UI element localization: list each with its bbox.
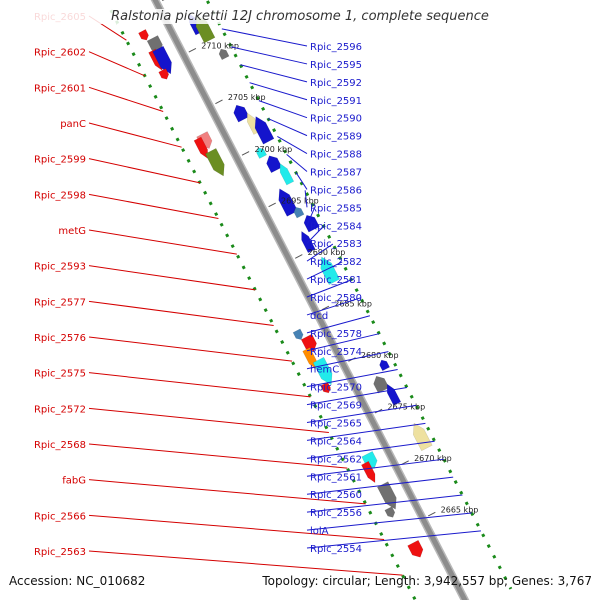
kbp-tick-label: 2695 kbp xyxy=(281,196,319,205)
backbone-line xyxy=(152,0,468,600)
gene-label: dcd xyxy=(310,311,328,322)
gene-label: Rpic_2582 xyxy=(310,257,362,268)
gene-arrow-35 xyxy=(386,383,402,406)
gene-label: Rpic_2566 xyxy=(34,511,86,522)
gene-label: Rpic_2574 xyxy=(310,347,362,358)
gene-arrow-12 xyxy=(312,356,333,386)
gene-label: lolA xyxy=(310,526,329,537)
gene-label: Rpic_2562 xyxy=(310,454,362,465)
gene-label: panC xyxy=(60,119,86,130)
gene-arrow-27 xyxy=(279,163,295,186)
gene-arrow-28 xyxy=(278,188,299,217)
gene-arrow-9 xyxy=(292,328,304,340)
gene-label: Rpic_2588 xyxy=(310,150,362,161)
gene-label: Rpic_2572 xyxy=(34,404,86,415)
gene-label: Rpic_2568 xyxy=(34,440,86,451)
gene-label: Rpic_2602 xyxy=(34,48,86,59)
gene-arrow-8 xyxy=(204,148,225,177)
kbp-tick-label: 2690 kbp xyxy=(308,248,346,257)
gene-label: Rpic_2561 xyxy=(310,472,362,483)
gene-label: Rpic_2563 xyxy=(34,547,86,558)
left-strand-guide xyxy=(109,9,418,600)
gene-label: Rpic_2580 xyxy=(310,293,362,304)
gene-arrow-30 xyxy=(303,214,320,233)
kbp-tick-label: 2670 kbp xyxy=(414,454,452,463)
gene-arrow-1 xyxy=(138,29,149,41)
gene-label: Rpic_2587 xyxy=(310,168,362,179)
gene-label: Rpic_2596 xyxy=(310,42,362,53)
kbp-tick-label: 2665 kbp xyxy=(441,506,479,515)
gene-label: Rpic_2595 xyxy=(310,60,362,71)
gene-label: metG xyxy=(58,226,86,237)
gene-arrow-17 xyxy=(384,506,396,518)
gene-label: Rpic_2578 xyxy=(310,329,362,340)
kbp-tick-label: 2680 kbp xyxy=(361,351,399,360)
gene-arrow-11 xyxy=(302,347,317,370)
gene-arrow-5 xyxy=(158,68,170,80)
gene-label: Rpic_2591 xyxy=(310,96,362,107)
kbp-tick-label: 2710 kbp xyxy=(201,42,239,51)
accession-text: Accession: NC_010682 xyxy=(9,574,146,588)
gene-label: Rpic_2590 xyxy=(310,114,362,125)
map-title: Ralstonia pickettii 12J chromosome 1, co… xyxy=(0,9,600,24)
gene-label: Rpic_2560 xyxy=(310,490,362,501)
gene-label: hemC xyxy=(310,365,339,376)
gene-arrow-13 xyxy=(320,381,331,394)
gene-arrow-34 xyxy=(373,375,390,394)
gene-label: Rpic_2599 xyxy=(34,155,86,166)
gene-features xyxy=(138,13,433,558)
gene-label: Rpic_2576 xyxy=(34,333,86,344)
sequence-stats-text: Topology: circular; Length: 3,942,557 bp… xyxy=(262,574,592,588)
right-strand-guide xyxy=(205,0,513,590)
gene-arrow-32 xyxy=(320,256,341,286)
gene-arrow-33 xyxy=(379,359,390,372)
gene-label: Rpic_2584 xyxy=(310,221,362,232)
gene-label: Rpic_2554 xyxy=(310,544,362,555)
gene-arrow-26 xyxy=(266,155,283,174)
gene-label: Rpic_2570 xyxy=(310,383,362,394)
right-gene-labels: Rpic_2596Rpic_2595Rpic_2592Rpic_2591Rpic… xyxy=(221,28,481,555)
gene-label: Rpic_2565 xyxy=(310,419,362,430)
gene-label: Rpic_2577 xyxy=(34,297,86,308)
gene-arrow-18 xyxy=(407,539,424,558)
gene-label: Rpic_2601 xyxy=(34,83,86,94)
gene-label: Rpic_2586 xyxy=(310,185,362,196)
strand-guide-lines xyxy=(109,0,513,600)
gene-arrow-7 xyxy=(193,136,208,159)
gene-arrow-15 xyxy=(361,460,376,484)
gene-label: Rpic_2581 xyxy=(310,275,362,286)
kbp-tick-label: 2700 kbp xyxy=(254,145,292,154)
kbp-tick-label: 2685 kbp xyxy=(334,299,372,308)
gene-label: Rpic_2569 xyxy=(310,401,362,412)
gene-label: fabG xyxy=(62,476,86,487)
gene-label: Rpic_2556 xyxy=(310,508,362,519)
gene-label: Rpic_2583 xyxy=(310,239,362,250)
gene-arrow-22 xyxy=(233,104,250,123)
gene-arrow-29 xyxy=(293,206,305,219)
gene-label: Rpic_2589 xyxy=(310,132,362,143)
gene-arrow-16 xyxy=(376,481,397,510)
gene-label: Rpic_2585 xyxy=(310,203,362,214)
gene-label: Rpic_2593 xyxy=(34,262,86,273)
chromosome-backbone xyxy=(150,0,470,600)
gene-label: Rpic_2598 xyxy=(34,190,86,201)
gene-label: Rpic_2575 xyxy=(34,369,86,380)
gene-arrow-25 xyxy=(256,147,267,159)
gene-label: Rpic_2592 xyxy=(310,78,362,89)
kbp-tick-label: 2705 kbp xyxy=(228,93,266,102)
gene-label: Rpic_2564 xyxy=(310,436,362,447)
gene-arrow-21 xyxy=(218,48,230,61)
gene-arrow-24 xyxy=(254,116,275,145)
gene-arrow-36 xyxy=(412,422,433,452)
